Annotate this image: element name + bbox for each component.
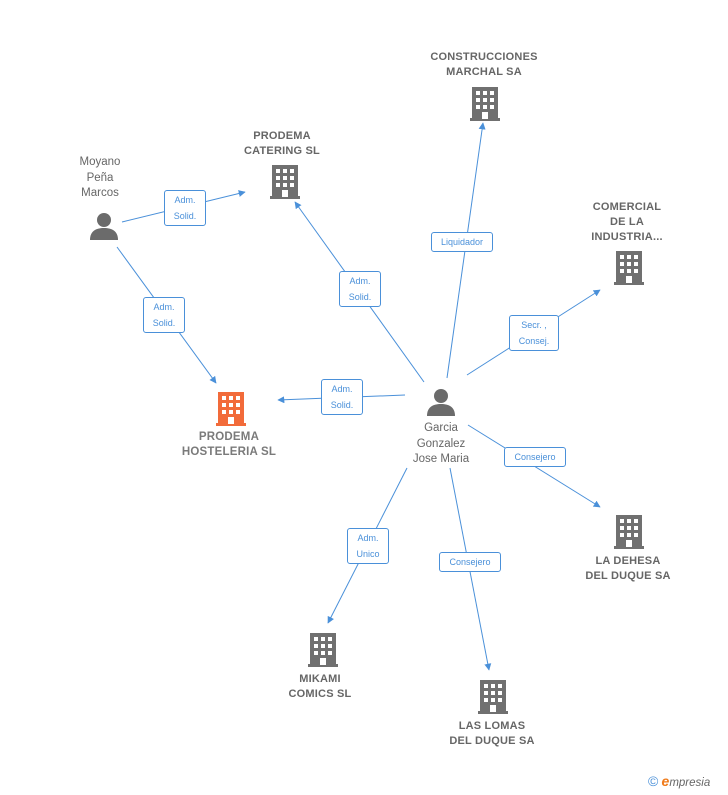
edge-label-moyano-hosteleria[interactable]: Adm. Solid. [143,297,185,333]
edge-label-garcia-construcciones[interactable]: Liquidador [431,232,493,252]
node-label-prodema-catering[interactable]: PRODEMA CATERING SL [244,130,320,157]
edge-label-garcia-lomas[interactable]: Consejero [439,552,501,572]
node-label-garcia[interactable]: Garcia Gonzalez Jose Maria [412,422,470,465]
building-icon[interactable] [470,87,500,121]
node-label-comercial[interactable]: COMERCIAL DE LA INDUSTRIA... [591,201,663,243]
building-icon[interactable] [614,251,644,285]
edge-label-garcia-hosteleria[interactable]: Adm. Solid. [321,379,363,415]
brand-watermark[interactable]: © empresia [648,773,728,795]
person-icon[interactable] [89,211,119,241]
edge-label-garcia-mikami[interactable]: Adm. Unico [347,528,389,564]
node-label-moyano[interactable]: Moyano Peña Marcos [79,156,121,199]
building-icon[interactable] [478,680,508,714]
brand-name: mpresia [669,777,711,789]
building-icon[interactable] [308,633,338,667]
edge-label-moyano-catering[interactable]: Adm. Solid. [164,190,206,226]
edge-label-garcia-dehesa[interactable]: Consejero [504,447,566,467]
node-label-dehesa[interactable]: LA DEHESA DEL DUQUE SA [585,555,671,582]
building-icon[interactable] [614,515,644,549]
edge-label-garcia-comercial[interactable]: Secr. , Consej. [509,315,559,351]
node-label-construcciones[interactable]: CONSTRUCCIONES MARCHAL SA [430,51,538,78]
building-icon[interactable] [270,165,300,199]
copyright-symbol: © [648,773,659,789]
node-label-lomas[interactable]: LAS LOMAS DEL DUQUE SA [449,720,535,747]
node-label-prodema-hosteleria[interactable]: PRODEMA HOSTELERIA SL [181,431,277,458]
node-label-mikami[interactable]: MIKAMI COMICS SL [288,673,352,700]
brand-initial: e [661,773,670,789]
edge-label-garcia-catering[interactable]: Adm. Solid. [339,271,381,307]
person-icon[interactable] [426,387,456,417]
focus-building-icon[interactable] [216,392,246,426]
